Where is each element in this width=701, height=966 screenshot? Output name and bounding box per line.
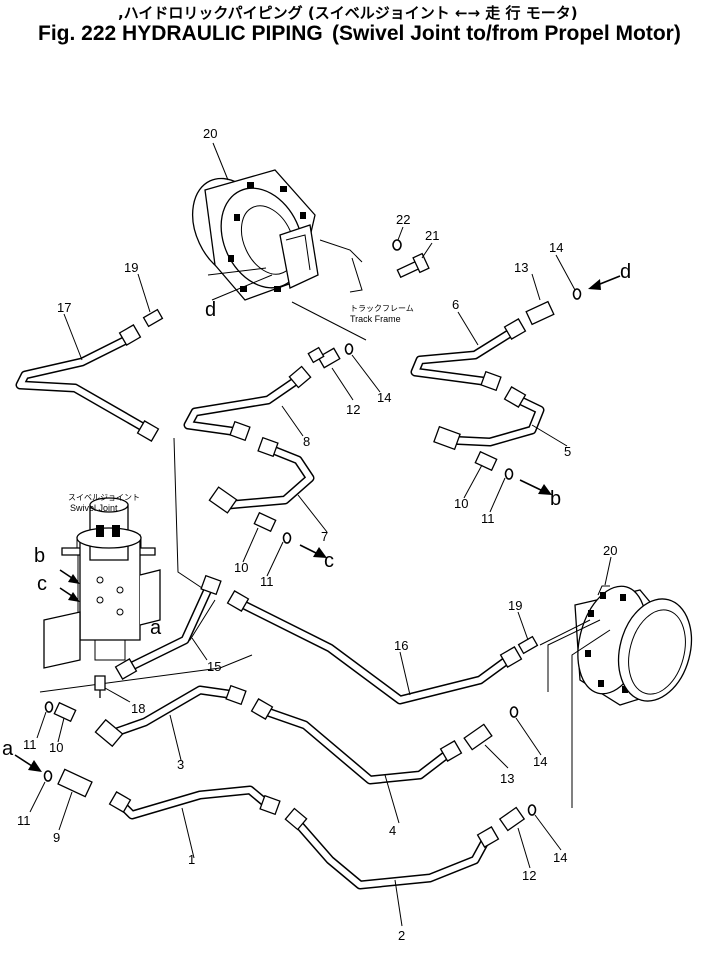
swivel-joint [43, 497, 161, 669]
connection-letter-d: d [205, 299, 216, 321]
part-label: 7 [321, 529, 328, 544]
callout-leaders [29, 142, 612, 927]
connection-letter-a: a [2, 738, 14, 760]
pipes [15, 325, 545, 890]
part-label: 10 [234, 560, 248, 575]
part-label: 14 [533, 754, 547, 769]
track-frame-label-en: Track Frame [350, 314, 401, 324]
connection-letter-c: c [37, 573, 47, 595]
part-label: 19 [508, 598, 522, 613]
bolt-21 [396, 252, 430, 279]
part-label: 20 [203, 126, 217, 141]
part-label: 14 [377, 390, 391, 405]
part-label: 11 [23, 737, 37, 752]
part-label: 19 [124, 260, 138, 275]
part-label: 8 [303, 434, 310, 449]
figure-title: Fig. 222 HYDRAULIC PIPING [38, 22, 323, 45]
part-label: 10 [49, 740, 63, 755]
part-label: 14 [553, 850, 567, 865]
part-label: 1 [188, 852, 195, 867]
annotations: トラックフレーム Track Frame スイベルジョイント Swivel Jo… [68, 304, 414, 513]
part-label: 3 [177, 757, 184, 772]
propel-motor-bottom [574, 585, 693, 706]
figure-subtitle: (Swivel Joint to/from Propel Motor) [332, 22, 681, 45]
track-frame-label-jp: トラックフレーム [350, 304, 414, 313]
japanese-title: ,ハイドロリックパイピング (スイベルジョイント ←→ 走 行 モータ) [118, 4, 578, 22]
connection-letter-b: b [550, 488, 561, 510]
part-label: 13 [514, 260, 528, 275]
fittings [43, 239, 582, 848]
arrows [14, 275, 621, 772]
part-label: 10 [454, 496, 468, 511]
part-label: 15 [207, 659, 221, 674]
part-label: 2 [398, 928, 405, 943]
connection-letter-a: a [150, 617, 162, 639]
part-label: 11 [17, 813, 31, 828]
part-label: 11 [481, 511, 495, 526]
part-label: 14 [549, 240, 563, 255]
part-label: 11 [260, 574, 274, 589]
part-label: 22 [396, 212, 410, 227]
connection-letter-b: b [34, 545, 45, 567]
part-label: 5 [564, 444, 571, 459]
part-label: 18 [131, 701, 145, 716]
part-label: 6 [452, 297, 459, 312]
swivel-joint-label-jp: スイベルジョイント [68, 493, 140, 502]
part-label: 12 [346, 402, 360, 417]
swivel-joint-label-en: Swivel Joint [70, 503, 118, 513]
part-label: 12 [522, 868, 536, 883]
connection-letters: d d b c b c a a [2, 261, 631, 760]
part-label: 13 [500, 771, 514, 786]
part-label: 20 [603, 543, 617, 558]
connection-letter-d: d [620, 261, 631, 283]
part-label: 16 [394, 638, 408, 653]
propel-motor-top [192, 169, 363, 301]
part-label: 4 [389, 823, 396, 838]
connection-letter-c: c [324, 550, 334, 572]
part-label: 21 [425, 228, 439, 243]
part-label: 9 [53, 830, 60, 845]
part-number-labels: 20 22 21 14 13 19 17 6 12 14 8 5 10 11 7… [17, 126, 617, 943]
part-label: 17 [57, 300, 71, 315]
